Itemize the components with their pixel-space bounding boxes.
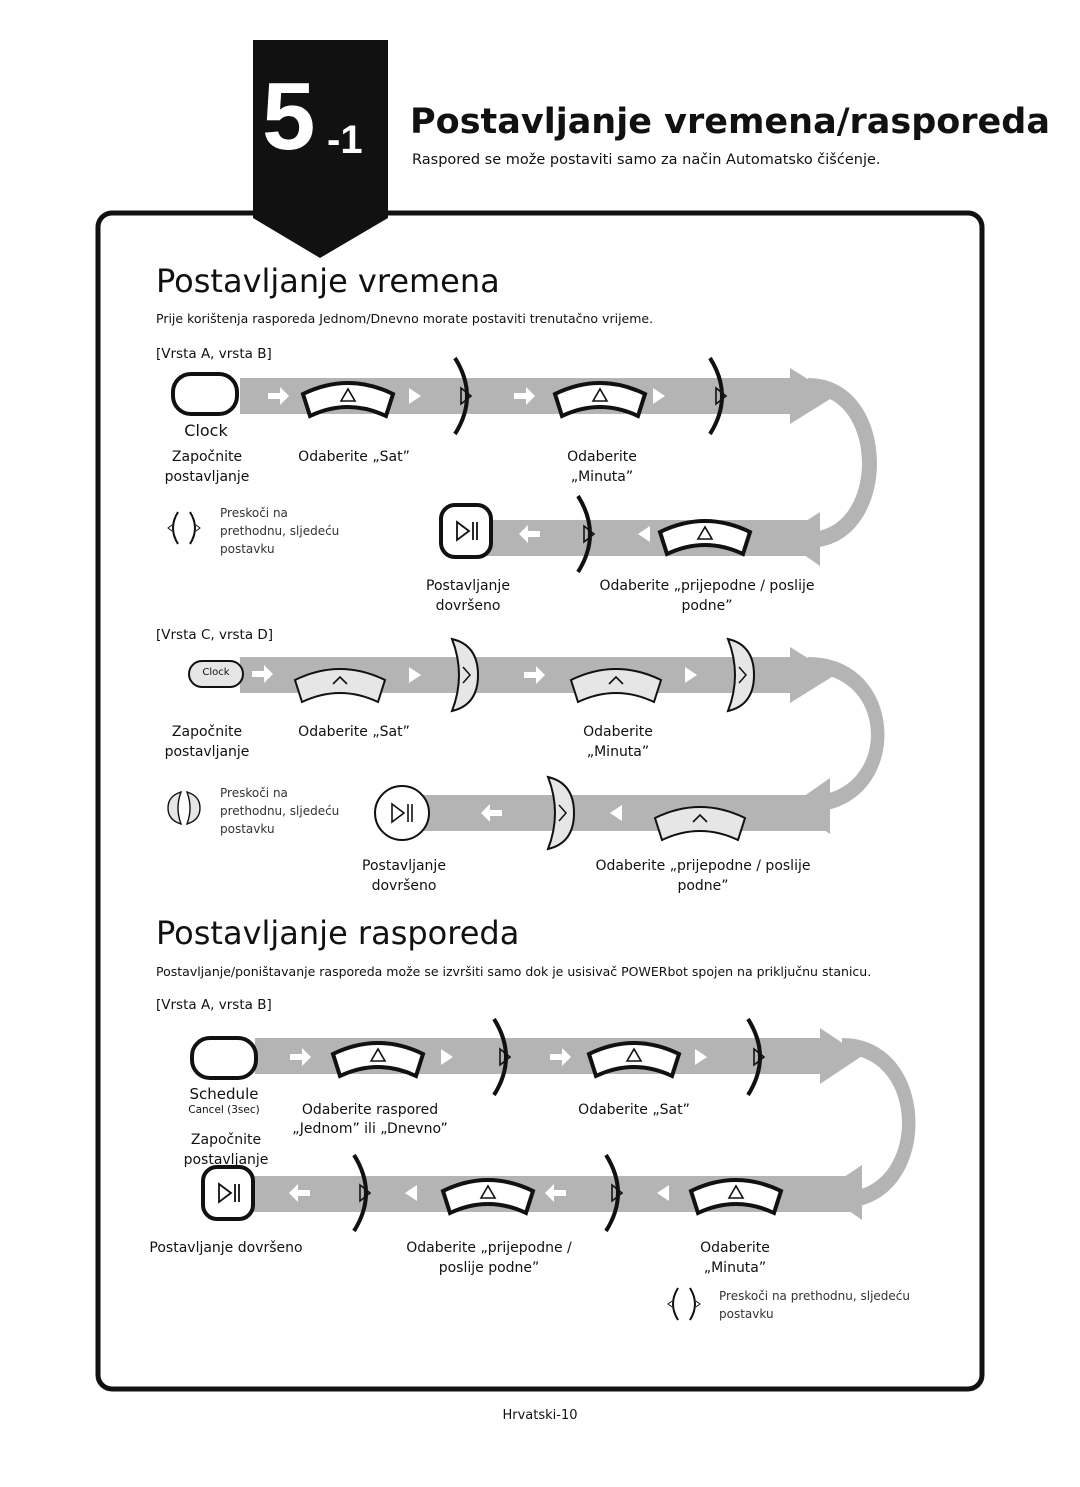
type-ab-label: [Vrsta A, vrsta B] (156, 346, 272, 362)
schedule-intro: Postavljanje/poništavanje rasporeda može… (156, 964, 872, 979)
flow-schedule-ab (190, 1017, 916, 1321)
skip-note-2: prethodnu, sljedeću (220, 524, 340, 538)
clock-button-label[interactable]: Clock (184, 421, 228, 440)
sched-select-minute-2: „Minuta” (703, 1260, 767, 1276)
cd-select-hour: Odaberite „Sat” (298, 724, 410, 740)
page-subtitle: Raspored se može postaviti samo za način… (412, 152, 881, 168)
content-frame (95, 210, 985, 1392)
cd-select-ampm-2: podne” (677, 878, 729, 894)
cd-setup-done-1: Postavljanje (362, 858, 446, 874)
sched-start-2: postavljanje (183, 1152, 269, 1168)
schedule-cancel-label: Cancel (3sec) (188, 1104, 260, 1116)
cd-setup-done-2: dovršeno (371, 878, 437, 894)
section-number-major: 5 (262, 63, 315, 170)
schedule-button-label[interactable]: Schedule (189, 1085, 259, 1103)
sched-select-minute-1: Odaberite (700, 1240, 770, 1256)
cd-start-setup-1: Započnite (171, 724, 243, 740)
cd-select-minute-1: Odaberite (583, 724, 653, 740)
sched-done: Postavljanje dovršeno (149, 1240, 303, 1256)
schedule-button (190, 1036, 258, 1080)
cd-skip-note-2: prethodnu, sljedeću (220, 804, 340, 818)
clock-button-ab (171, 372, 239, 416)
sched-skip-note-2: postavku (719, 1307, 774, 1321)
section-tab (253, 40, 388, 258)
cd-start-setup-2: postavljanje (164, 744, 250, 760)
page-number: Hrvatski-10 (502, 1408, 578, 1423)
sched-select-hour: Odaberite „Sat” (578, 1102, 690, 1118)
setup-done-1: Postavljanje (426, 578, 510, 594)
page-title: Postavljanje vremena/rasporeda (410, 102, 1050, 142)
skip-note-1: Preskoči na (220, 506, 288, 520)
cd-select-minute-2: „Minuta” (586, 744, 650, 760)
select-schedule-2: „Jednom” ili „Dnevno” (292, 1121, 448, 1137)
select-ampm-2: podne” (681, 598, 733, 614)
cd-skip-note-1: Preskoči na (220, 786, 288, 800)
clock-button-cd (188, 660, 244, 688)
cd-select-ampm-1: Odaberite „prijepodne / poslije (595, 858, 811, 874)
setup-done-2: dovršeno (435, 598, 501, 614)
clock-button-cd-label[interactable]: Clock (202, 667, 230, 678)
select-minute-1: Odaberite (567, 449, 637, 465)
sched-start-1: Započnite (190, 1132, 262, 1148)
flow-time-cd (167, 638, 885, 850)
sched-ampm-1: Odaberite „prijepodne / (406, 1240, 572, 1256)
time-heading: Postavljanje vremena (156, 262, 500, 300)
sched-ampm-2: poslije podne” (438, 1260, 540, 1276)
time-intro: Prije korištenja rasporeda Jednom/Dnevno… (156, 311, 654, 326)
flow-time-ab (167, 356, 877, 574)
cd-skip-note-3: postavku (220, 822, 275, 836)
skip-note-3: postavku (220, 542, 275, 556)
type-cd-label: [Vrsta C, vrsta D] (156, 627, 274, 643)
start-setup-1: Započnite (171, 449, 243, 465)
select-minute-2: „Minuta” (570, 469, 634, 485)
select-schedule-1: Odaberite raspored (301, 1102, 439, 1118)
select-hour: Odaberite „Sat” (298, 449, 410, 465)
sched-skip-note-1: Preskoči na prethodnu, sljedeću (719, 1289, 910, 1303)
schedule-heading: Postavljanje rasporeda (156, 914, 520, 952)
start-setup-2: postavljanje (164, 469, 250, 485)
schedule-type-ab-label: [Vrsta A, vrsta B] (156, 997, 272, 1013)
section-number-minor: -1 (327, 118, 363, 162)
select-ampm-1: Odaberite „prijepodne / poslije (599, 578, 815, 594)
